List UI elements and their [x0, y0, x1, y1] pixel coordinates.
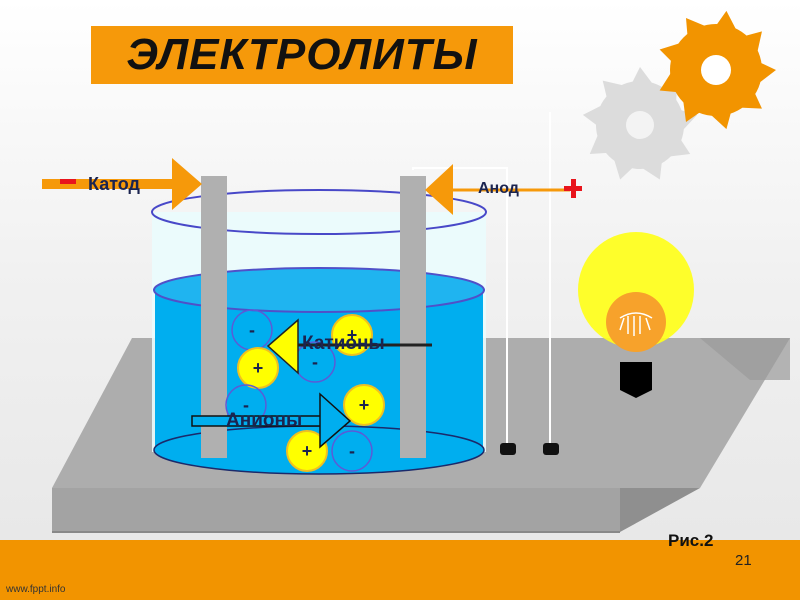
page-number: 21	[735, 552, 752, 569]
ion-charge-label: +	[347, 325, 358, 345]
cathode-electrode	[201, 176, 227, 458]
terminal-left	[500, 443, 516, 455]
light-bulb-icon	[578, 232, 694, 398]
ion-charge-label: -	[312, 352, 318, 372]
ion-charge-label: +	[253, 358, 264, 378]
ion-charge-label: -	[249, 320, 255, 340]
cations-label: Катионы	[302, 333, 385, 354]
cation-ion: +	[343, 384, 385, 426]
cation-ion: +	[286, 430, 328, 472]
ion-charge-label: +	[302, 441, 313, 461]
circuit-wires	[412, 112, 551, 447]
ions-layer: -++--++-	[225, 309, 385, 472]
title-banner: ЭЛЕКТРОЛИТЫ	[91, 26, 513, 84]
cations-arrow	[266, 318, 432, 375]
anion-ion: -	[331, 430, 373, 472]
ion-charge-label: -	[349, 441, 355, 461]
figure-label: Рис.2	[668, 531, 714, 550]
orange-gear-icon	[659, 10, 776, 130]
anode-electrode	[400, 176, 426, 458]
ion-charge-label: +	[359, 395, 370, 415]
gray-gear-icon	[582, 67, 698, 180]
terminal-right	[543, 443, 559, 455]
cathode-arrow	[42, 158, 202, 210]
cathode-label: Катод	[88, 174, 140, 194]
anode-label: Анод	[478, 180, 519, 197]
footer-url[interactable]: www.fppt.info	[6, 584, 66, 595]
plus-sign-icon	[564, 179, 582, 198]
ion-charge-label: -	[243, 395, 249, 415]
minus-sign-icon	[60, 179, 76, 184]
anions-label: Анионы	[226, 410, 303, 431]
footer-bar	[0, 540, 800, 600]
page-title: ЭЛЕКТРОЛИТЫ	[126, 30, 478, 79]
anode-arrow	[425, 164, 570, 215]
cation-ion: +	[237, 347, 279, 389]
anions-arrow	[191, 392, 352, 449]
